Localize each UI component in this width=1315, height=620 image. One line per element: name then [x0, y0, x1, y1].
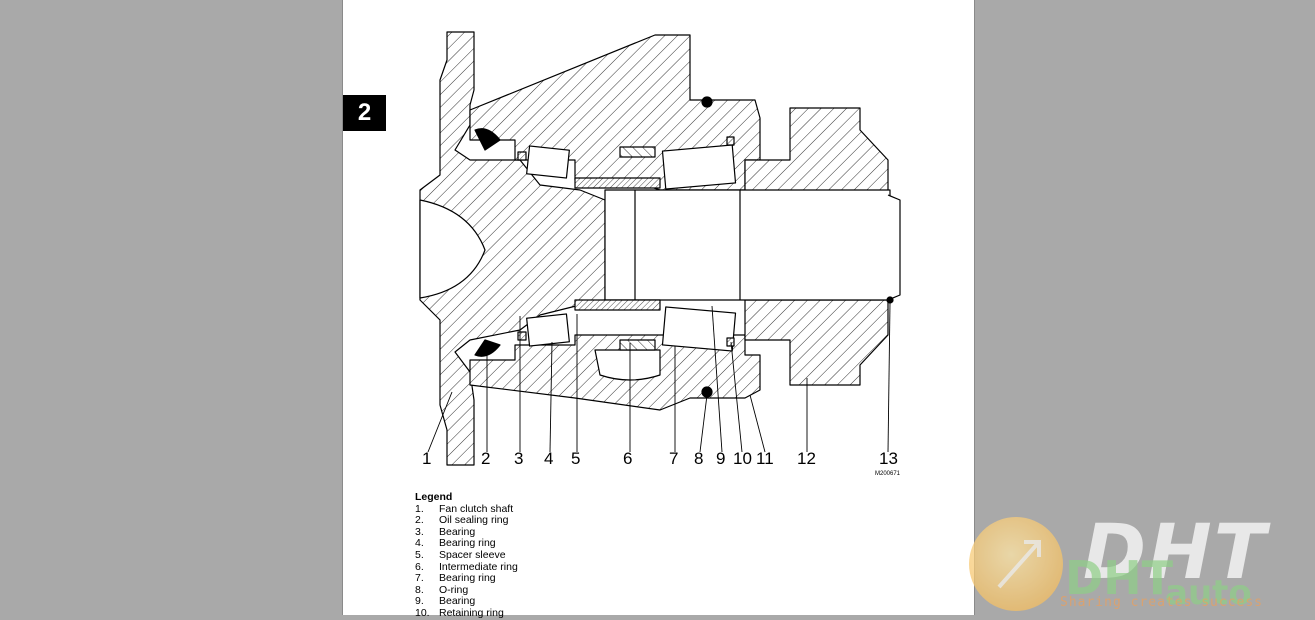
intermediate-ring: [619, 339, 656, 351]
legend-title: Legend: [415, 491, 453, 503]
legend-item: 1. Fan clutch shaft: [415, 502, 518, 516]
callout-5: 5: [571, 449, 581, 468]
callout-9: 9: [716, 449, 726, 468]
callout-3: 3: [514, 449, 524, 468]
callout-8: 8: [694, 449, 704, 468]
legend-item-label: O-ring: [439, 583, 469, 596]
callout-12: 12: [797, 449, 816, 468]
callout-7: 7: [669, 449, 679, 468]
callout-10: 10: [733, 449, 752, 468]
watermark-suffix: auto: [1165, 573, 1252, 613]
legend-item-number: 1.: [415, 502, 424, 515]
legend-item-number: 6.: [415, 560, 424, 573]
callout-11: 11: [756, 449, 774, 468]
bearing-lower-right: [661, 306, 737, 352]
legend-item-number: 9.: [415, 595, 424, 608]
callout-4: 4: [544, 449, 554, 468]
drawing-id: M200671: [875, 471, 901, 477]
watermark-brand: DHT: [1065, 551, 1174, 605]
callout-2: 2: [481, 449, 491, 468]
chapter-tab: 2: [343, 95, 386, 131]
bearing-upper-left: [526, 145, 570, 179]
central-shaft: [604, 189, 891, 301]
legend-item-number: 3.: [415, 525, 424, 538]
legend-item-label: Bearing ring: [439, 537, 496, 550]
watermark-logo: DHT DHT auto Sharing creates success: [965, 507, 1305, 615]
bearing-upper-right: [661, 144, 737, 190]
hub-part: [744, 107, 889, 196]
legend-item-number: 10.: [415, 606, 430, 619]
legend: Legend 1. Fan clutch shaft 2. Oil sealing r…: [415, 491, 518, 620]
legend-item: 7. Bearing ring: [415, 573, 518, 585]
bearing-lower-left: [526, 313, 570, 347]
legend-item: 10. Retaining ring: [415, 606, 518, 620]
legend-item-number: 5.: [415, 548, 424, 561]
o-ring-top: [701, 96, 713, 108]
legend-item: 9. Bearing: [415, 596, 518, 608]
legend-item-label: Fan clutch shaft: [439, 502, 514, 515]
legend-item-number: 7.: [415, 572, 424, 585]
callout-13: 13: [879, 449, 898, 468]
legend-item-label: Retaining ring: [439, 606, 504, 619]
watermark-arrow-icon: [969, 517, 1063, 611]
legend-item: 2. Oil sealing ring: [415, 515, 518, 527]
spacer-sleeve: [574, 299, 661, 311]
legend-item-label: Bearing: [439, 525, 476, 538]
watermark-slogan: Sharing creates success: [1060, 595, 1264, 610]
legend-item: 4. Bearing ring: [415, 538, 518, 550]
legend-item-number: 4.: [415, 537, 424, 550]
legend-item-label: Intermediate ring: [439, 560, 518, 573]
legend-item: 8. O-ring: [415, 583, 518, 597]
legend-item-label: Spacer sleeve: [439, 548, 506, 561]
legend-item: 3. Bearing: [415, 525, 518, 539]
legend-item-label: Bearing ring: [439, 572, 496, 585]
watermark-text: DHT: [1083, 507, 1268, 596]
legend-item-label: Oil sealing ring: [439, 514, 509, 527]
legend-item-label: Bearing: [439, 595, 476, 608]
callout-1: 1: [422, 449, 432, 468]
legend-item-number: 8.: [415, 583, 424, 596]
legend-item-number: 2.: [415, 514, 424, 527]
legend-item: 6. Intermediate ring: [415, 560, 518, 574]
callout-6: 6: [623, 449, 633, 468]
legend-item: 5. Spacer sleeve: [415, 548, 518, 562]
